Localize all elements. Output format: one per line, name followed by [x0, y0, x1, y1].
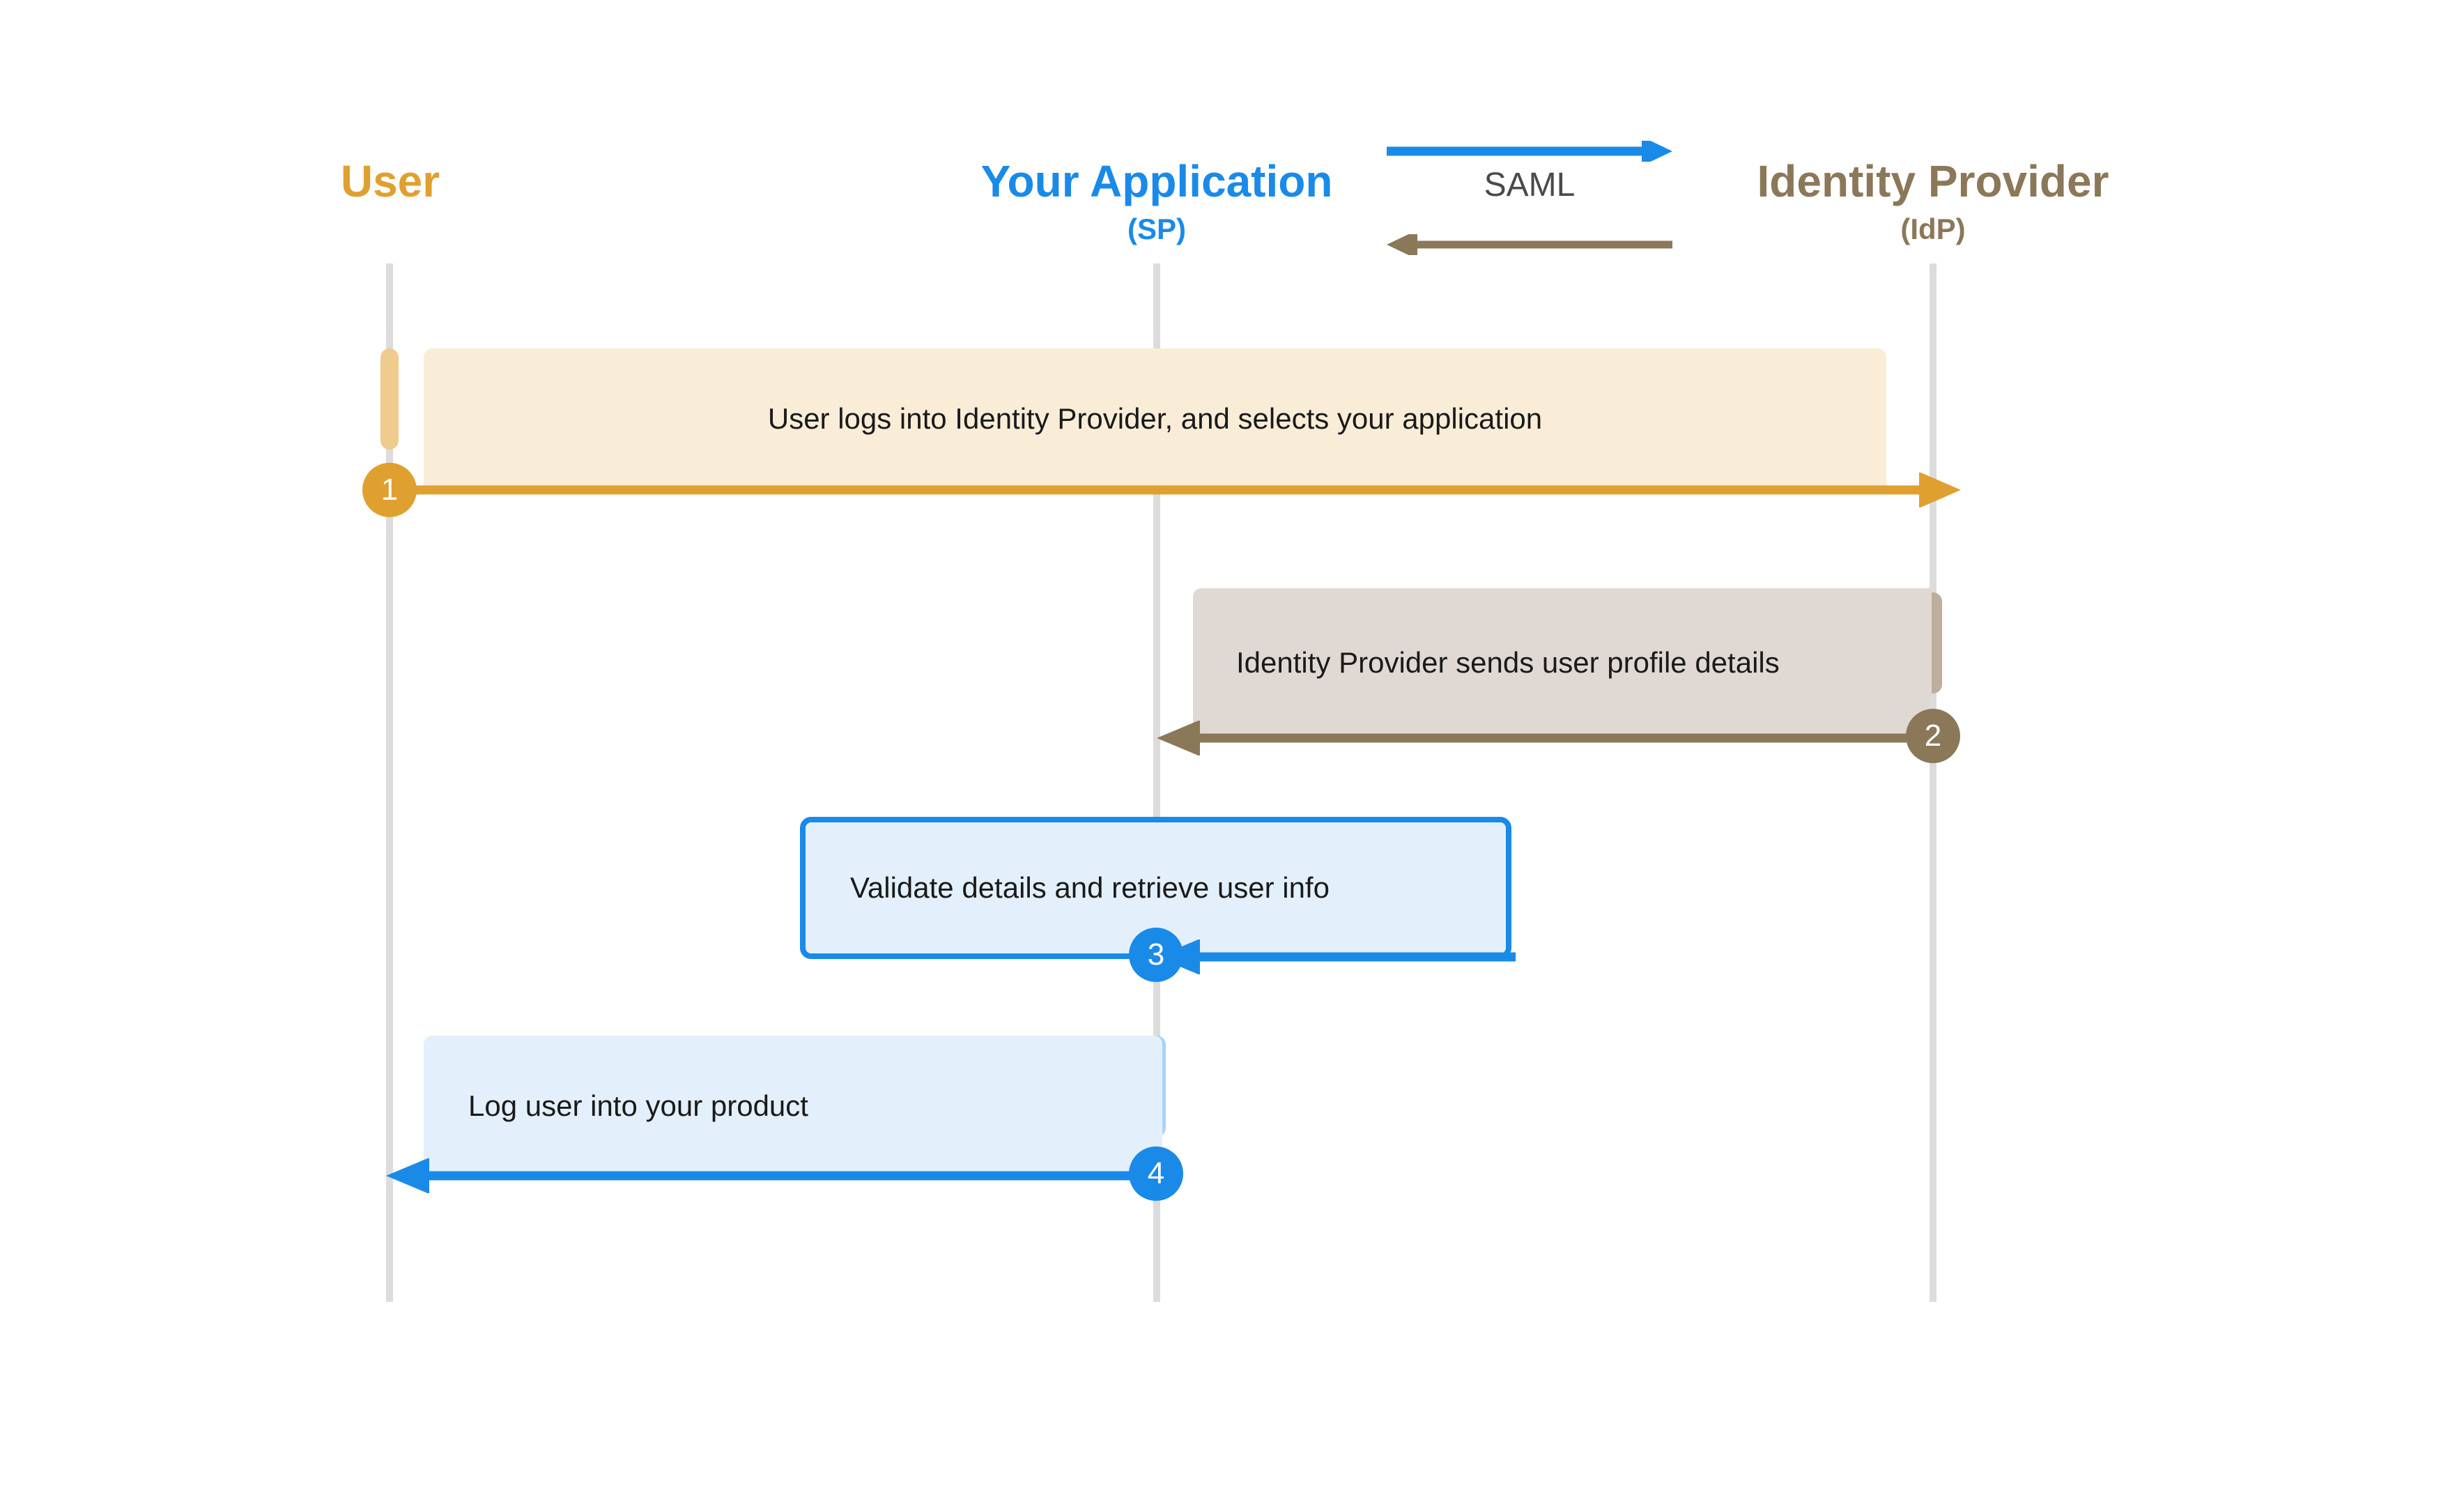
message-band-step-2: Identity Provider sends user profile det…	[1193, 588, 1932, 737]
participant-application-subtitle: (SP)	[1127, 213, 1186, 245]
participant-user: User	[181, 159, 599, 204]
step-badge-2: 2	[1906, 709, 1960, 763]
message-text-step-4: Log user into your product	[468, 1089, 808, 1123]
step-badge-4-number: 4	[1147, 1156, 1165, 1190]
step-badge-1: 1	[362, 463, 417, 517]
participant-identity-provider: Identity Provider (IdP)	[1654, 159, 2212, 244]
saml-response-arrow-icon	[1387, 234, 1672, 255]
step-badge-1-number: 1	[380, 473, 399, 507]
message-band-step-4: Log user into your product	[424, 1036, 1162, 1177]
saml-protocol-annotation: SAML	[1387, 130, 1672, 255]
lifeline-identity-provider	[1930, 263, 1936, 1302]
step-badge-3: 3	[1129, 928, 1183, 982]
message-arrow-step-2	[1157, 721, 1934, 756]
participant-application: Your Application (SP)	[878, 159, 1435, 244]
step-badge-3-number: 3	[1147, 937, 1165, 972]
message-arrow-step-4	[386, 1158, 1163, 1193]
lifeline-user	[386, 263, 393, 1302]
saml-request-arrow-icon	[1387, 141, 1672, 162]
message-text-step-2: Identity Provider sends user profile det…	[1236, 645, 1780, 679]
participant-identity-provider-title: Identity Provider	[1757, 156, 2109, 206]
saml-label: SAML	[1484, 167, 1576, 204]
message-arrow-step-1	[386, 473, 1961, 507]
message-arrow-step-3	[1157, 939, 1516, 974]
message-text-step-1: User logs into Identity Provider, and se…	[767, 402, 1543, 436]
step-badge-4: 4	[1129, 1146, 1183, 1201]
participant-application-title: Your Application	[980, 156, 1333, 206]
lifeline-application	[1153, 263, 1160, 1302]
participant-identity-provider-subtitle: (IdP)	[1900, 213, 1966, 245]
activation-bar-user	[380, 348, 399, 450]
message-band-step-1: User logs into Identity Provider, and se…	[424, 348, 1886, 490]
message-band-step-3: Validate details and retrieve user info	[800, 817, 1511, 959]
participant-user-title: User	[340, 156, 440, 206]
step-badge-2-number: 2	[1924, 719, 1942, 753]
message-text-step-3: Validate details and retrieve user info	[850, 870, 1330, 904]
